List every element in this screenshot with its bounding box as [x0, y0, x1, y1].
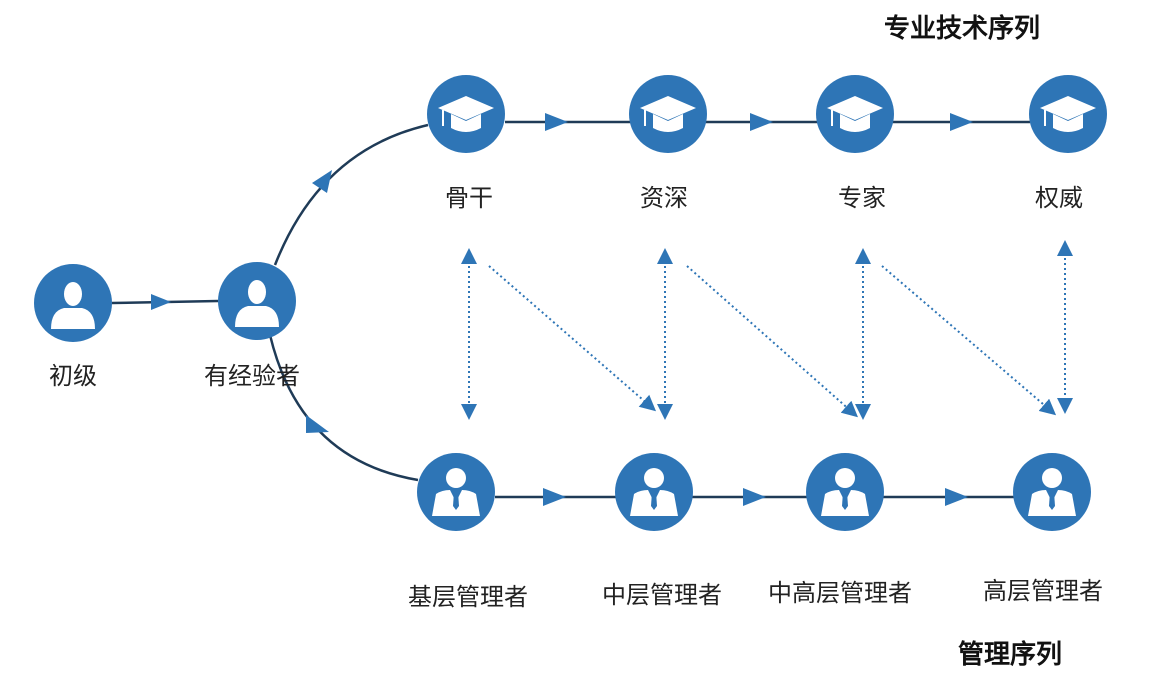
label-mgmt-middle: 中层管理者 [602, 581, 722, 609]
label-mgmt-senior: 高层管理者 [983, 577, 1103, 605]
node-tech-senior [629, 75, 707, 153]
label-mgmt-upper-middle: 中高层管理者 [768, 579, 912, 607]
node-mgmt-middle [615, 453, 693, 531]
arrow-to-tech-branch [312, 170, 332, 193]
node-mgmt-senior [1013, 453, 1091, 531]
link-diagonal-1 [488, 265, 657, 412]
label-tech-authority: 权威 [1035, 184, 1083, 212]
graduation-cap-icon [827, 96, 883, 132]
arrow-mgmt-2 [743, 488, 766, 506]
node-tech-backbone [427, 75, 505, 153]
manager-icon [432, 468, 480, 516]
person-icon [235, 280, 279, 327]
tech-sequence-title: 专业技术序列 [884, 14, 1041, 44]
node-experienced [218, 262, 296, 340]
node-tech-authority [1029, 75, 1107, 153]
label-tech-senior: 资深 [640, 184, 688, 212]
link-diagonal-3 [881, 265, 1057, 416]
label-tech-backbone: 骨干 [445, 184, 493, 212]
cross-sequence-links [461, 240, 1073, 420]
node-entry [34, 264, 112, 342]
link-diagonal-2 [686, 265, 858, 418]
connector-branch-mgmt [268, 334, 419, 482]
arrow-to-mgmt-branch [306, 415, 329, 433]
arrow-mgmt-1 [543, 488, 566, 506]
arrow-tech-3 [950, 113, 973, 131]
arrow-entry-to-experienced [151, 294, 171, 310]
node-tech-expert [816, 75, 894, 153]
mgmt-sequence-title: 管理序列 [958, 640, 1063, 670]
label-mgmt-base: 基层管理者 [408, 583, 528, 611]
manager-icon [821, 468, 869, 516]
connector-branch-tech [273, 123, 429, 266]
arrow-tech-2 [750, 113, 773, 131]
arrow-tech-1 [545, 113, 568, 131]
label-experienced: 有经验者 [204, 362, 300, 390]
flow-arrows [151, 113, 973, 506]
arrow-mgmt-3 [945, 488, 968, 506]
label-tech-expert: 专家 [838, 184, 886, 212]
manager-icon [1028, 468, 1076, 516]
node-mgmt-upper-middle [806, 453, 884, 531]
label-entry: 初级 [49, 362, 97, 390]
graduation-cap-icon [640, 96, 696, 132]
graduation-cap-icon [438, 96, 494, 132]
graduation-cap-icon [1040, 96, 1096, 132]
person-icon [51, 282, 95, 329]
node-mgmt-base [417, 453, 495, 531]
manager-icon [630, 468, 678, 516]
